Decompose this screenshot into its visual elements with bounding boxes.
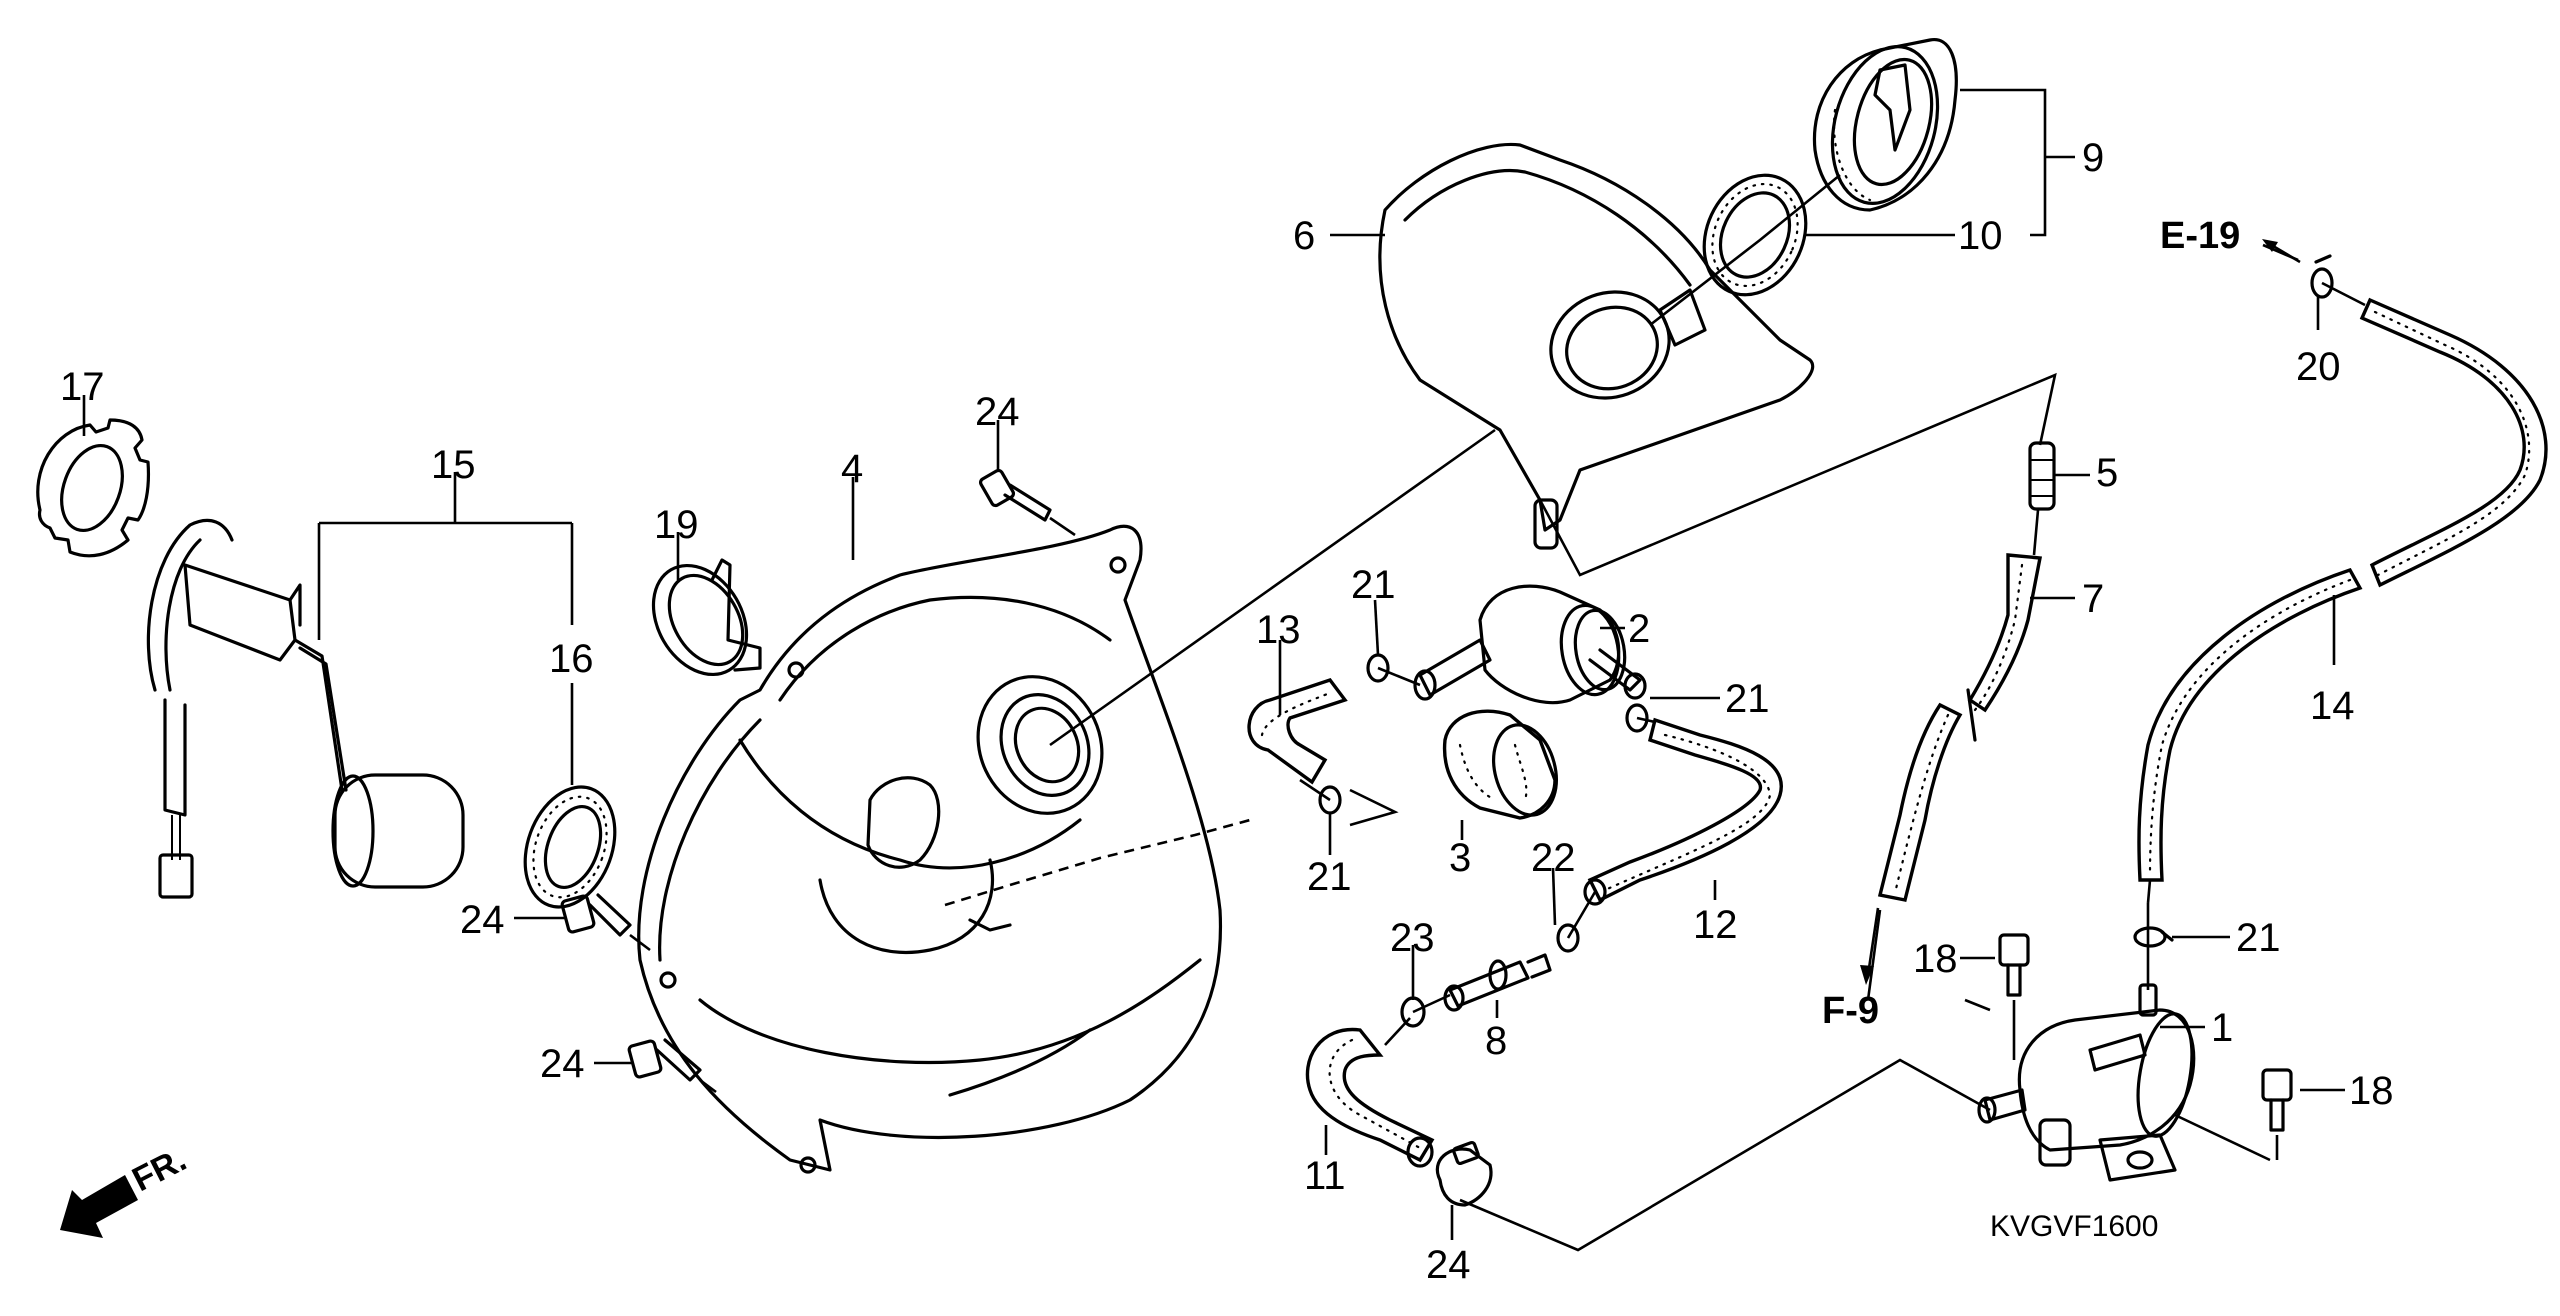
- part-6-filler-cover[interactable]: [1378, 142, 1815, 550]
- part-8-joint-pipe[interactable]: [1443, 953, 1552, 1012]
- part-14-breather-tube[interactable]: [2137, 297, 2548, 882]
- callout-13[interactable]: 13: [1256, 608, 1301, 652]
- callout-21-c[interactable]: 21: [1307, 855, 1352, 899]
- callout-6[interactable]: 6: [1293, 214, 1315, 258]
- diagram-code: KVGVF1600: [1990, 1210, 2158, 1243]
- part-18-bolt-a[interactable]: [1998, 933, 2030, 1050]
- callout-22[interactable]: 23: [1390, 916, 1435, 960]
- part-17-setting-plate[interactable]: [36, 418, 151, 558]
- reference-e19[interactable]: E-19: [2160, 215, 2240, 257]
- callout-21-d[interactable]: 22: [1531, 836, 1576, 880]
- callout-20-top[interactable]: 20: [2296, 345, 2341, 389]
- part-20-clip-top[interactable]: [2310, 254, 2334, 299]
- part-16-gasket[interactable]: [509, 774, 630, 919]
- callout-20-bottom[interactable]: 21: [2236, 916, 2281, 960]
- part-19-band-clamp[interactable]: [635, 549, 766, 691]
- callout-2[interactable]: 2: [1628, 607, 1650, 651]
- callout-12[interactable]: 12: [1693, 903, 1738, 947]
- callout-14[interactable]: 14: [2310, 684, 2355, 728]
- callout-5[interactable]: 5: [2096, 451, 2118, 495]
- part-21-clip-b[interactable]: [1625, 703, 1649, 733]
- part-5-drain-joint[interactable]: [2028, 441, 2056, 511]
- part-12-hose[interactable]: [1583, 717, 1783, 906]
- callout-8[interactable]: 8: [1485, 1019, 1507, 1063]
- callout-23[interactable]: 24: [1426, 1243, 1471, 1287]
- callout-leaders: [82, 88, 2345, 1240]
- part-7-drain-tube[interactable]: [1877, 553, 2043, 902]
- callout-1[interactable]: 1: [2211, 1006, 2233, 1050]
- callout-15[interactable]: 15: [431, 443, 476, 487]
- callout-24-lower[interactable]: 24: [540, 1042, 585, 1086]
- callout-labels: 17 15 16 19 4 24 24 24 6 9 10 20 5 7 14 …: [60, 136, 2394, 1287]
- reference-f9[interactable]: F-9: [1822, 990, 1879, 1032]
- callout-21-b[interactable]: 21: [1725, 677, 1770, 721]
- callout-17[interactable]: 17: [60, 365, 105, 409]
- part-2-fuel-filter[interactable]: [1413, 584, 1647, 705]
- callout-7[interactable]: 7: [2082, 577, 2104, 621]
- callout-16[interactable]: 16: [549, 637, 594, 681]
- part-24-bolt-top[interactable]: [978, 468, 1076, 537]
- front-direction-icon: FR.: [60, 1140, 192, 1238]
- part-10-cap-seal[interactable]: [1685, 159, 1824, 312]
- callout-4[interactable]: 4: [841, 447, 863, 491]
- part-4-fuel-tank[interactable]: [637, 524, 1223, 1174]
- f9-arrow-icon: [1860, 907, 1880, 985]
- part-24-bolt-mid[interactable]: [560, 893, 651, 952]
- callout-10[interactable]: 10: [1958, 214, 2003, 258]
- callout-18-b[interactable]: 18: [2349, 1069, 2394, 1113]
- part-1-fuel-pump[interactable]: [1977, 983, 2200, 1182]
- e19-arrow-icon: [2262, 239, 2301, 264]
- callout-21-a[interactable]: 21: [1351, 563, 1396, 607]
- front-direction-label: FR.: [126, 1140, 192, 1199]
- part-24-bolt-lower[interactable]: [627, 1038, 717, 1094]
- callout-24-top[interactable]: 24: [975, 390, 1020, 434]
- part-15-fuel-sender[interactable]: [146, 518, 465, 899]
- callout-19[interactable]: 19: [654, 503, 699, 547]
- part-20-clip-bottom[interactable]: [2133, 926, 2174, 948]
- part-9-filler-cap[interactable]: [1812, 35, 1958, 215]
- guide-lines: [944, 173, 2366, 1252]
- part-21-clip-d[interactable]: [1556, 923, 1580, 953]
- part-23-clamp[interactable]: [1435, 1140, 1493, 1207]
- callout-11[interactable]: 11: [1304, 1154, 1346, 1198]
- callout-9[interactable]: 9: [2082, 136, 2104, 180]
- part-11-hose[interactable]: [1305, 1027, 1435, 1168]
- callout-3[interactable]: 3: [1449, 836, 1471, 880]
- part-13-hose[interactable]: [1247, 677, 1348, 785]
- callout-18-a[interactable]: 18: [1913, 937, 1958, 981]
- callout-24-mid[interactable]: 24: [460, 898, 505, 942]
- part-18-bolt-b[interactable]: [2261, 1068, 2293, 1160]
- part-3-filter-sleeve[interactable]: [1442, 709, 1566, 822]
